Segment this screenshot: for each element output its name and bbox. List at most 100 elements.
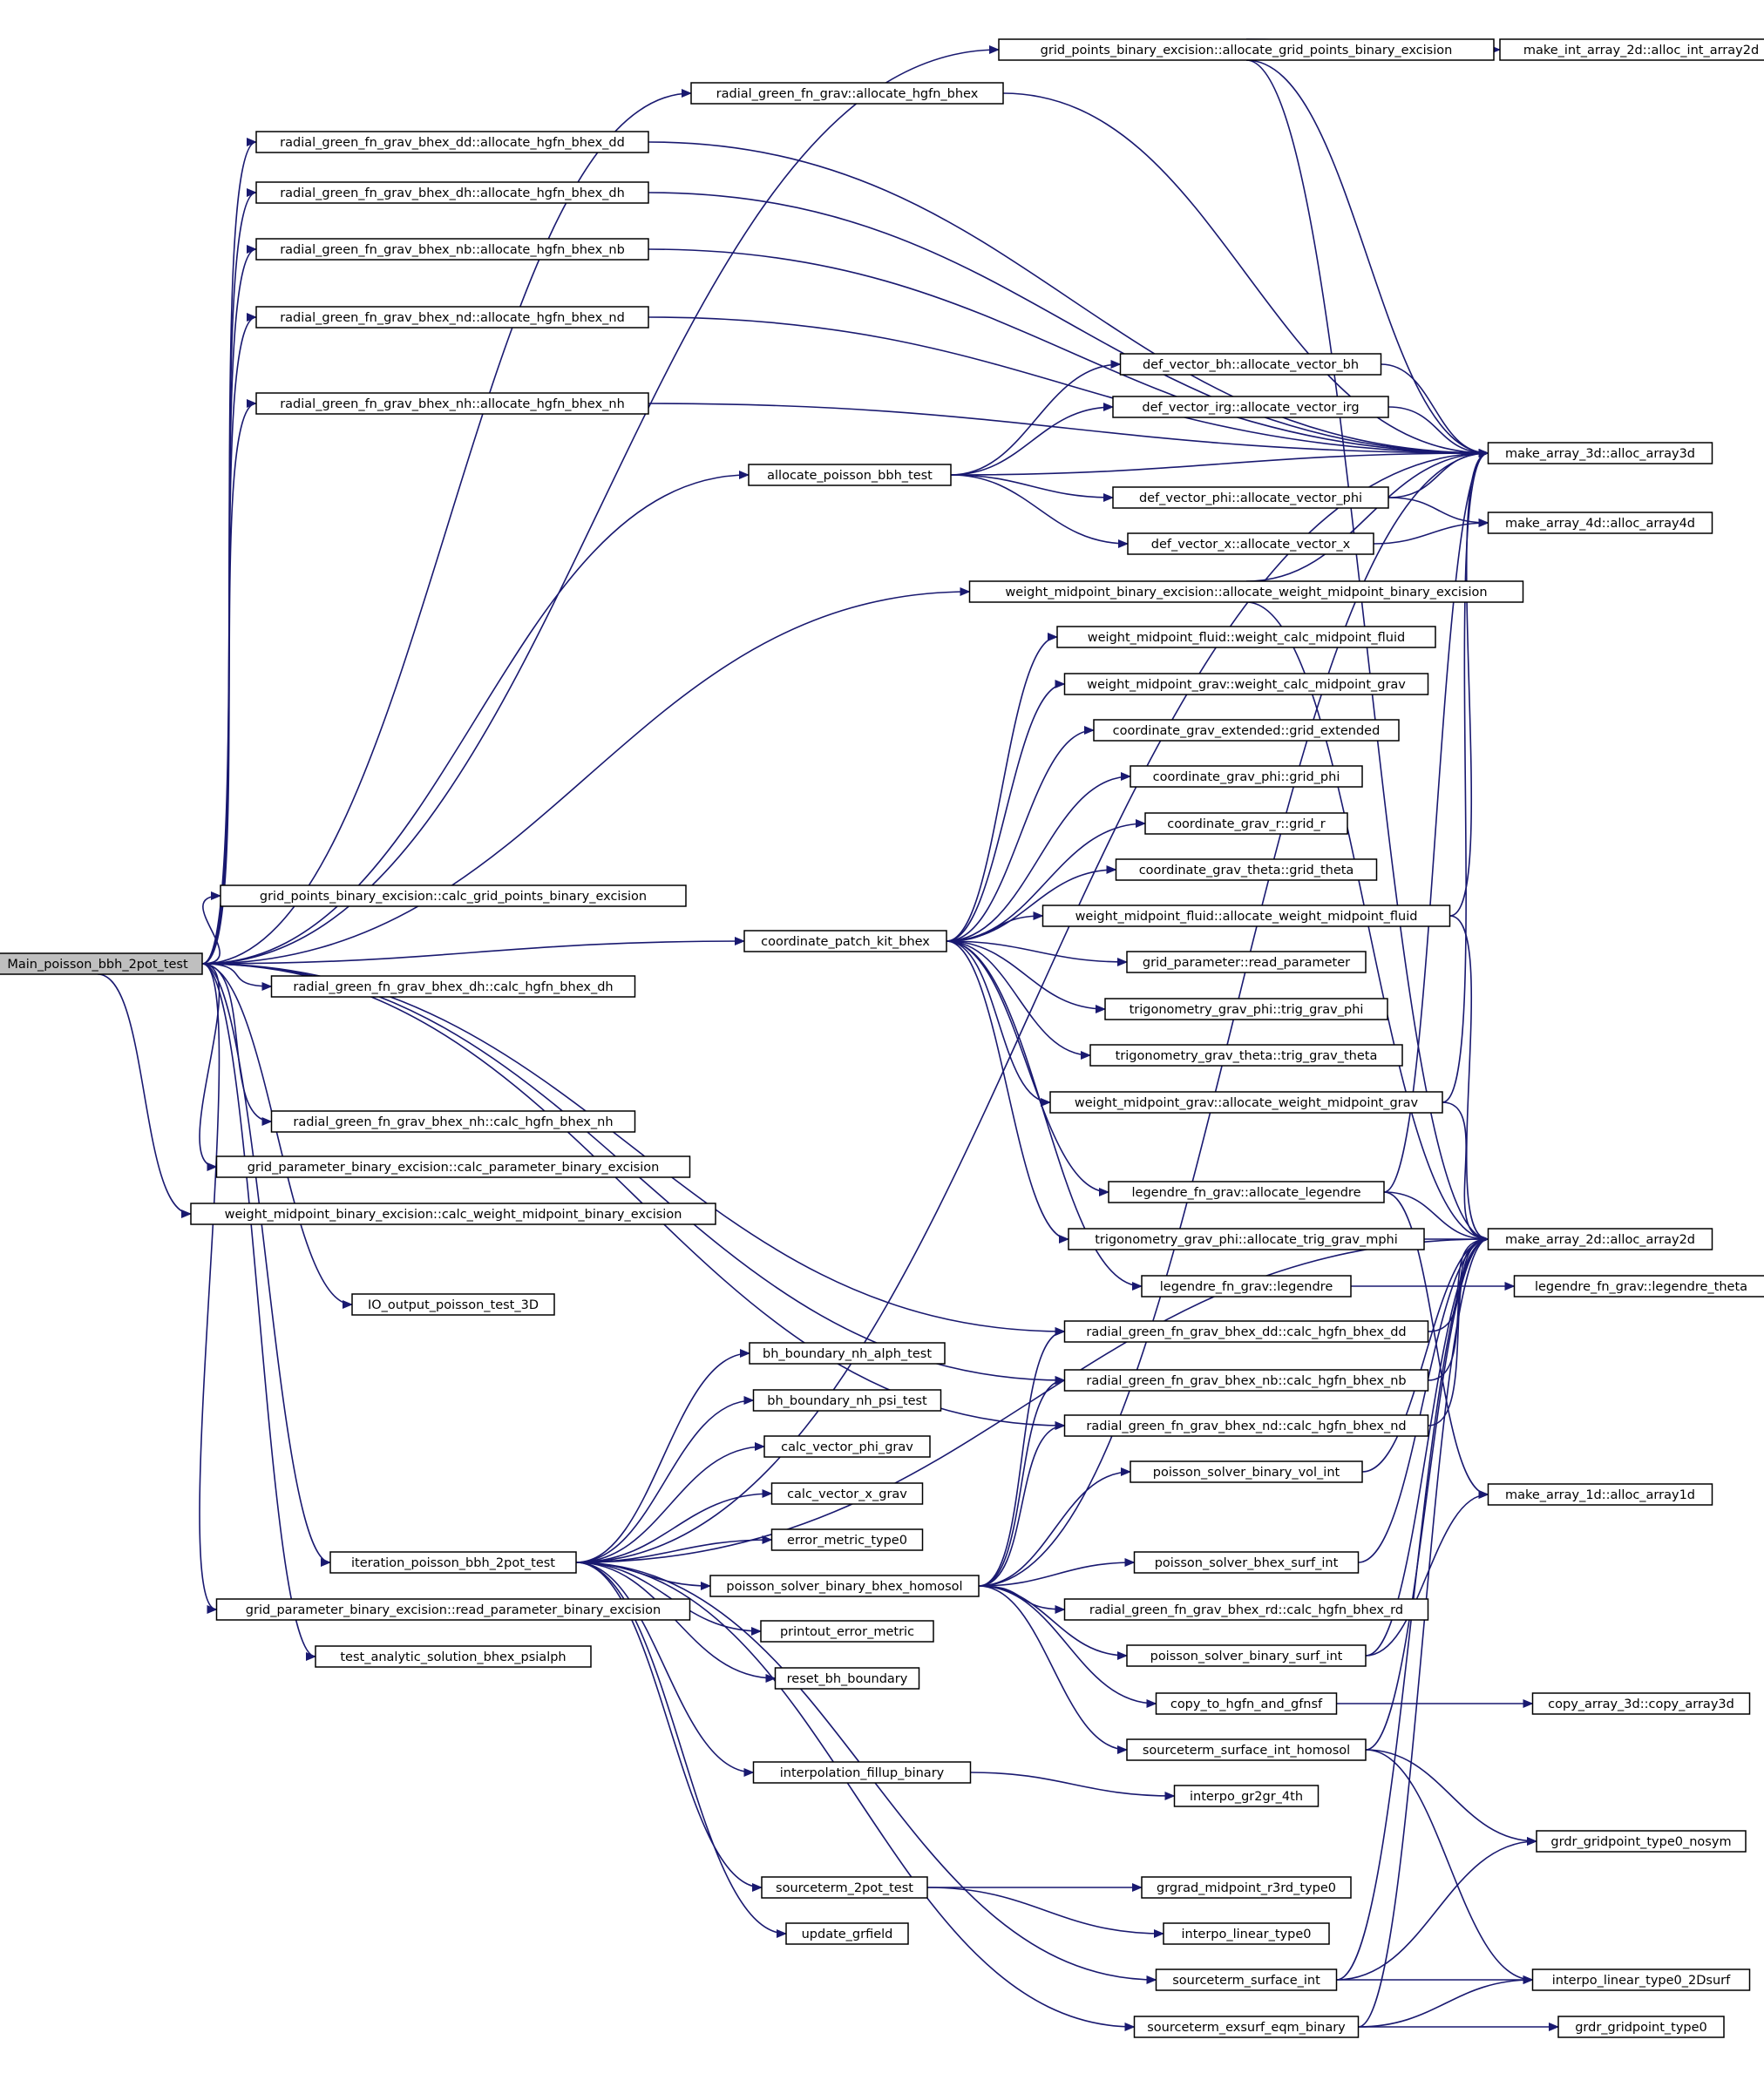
node-box	[255, 131, 649, 153]
node-gpbe_calc[interactable]: grid_parameter_binary_excision::calc_par…	[215, 1155, 691, 1178]
node-a1d[interactable]: make_array_1d::alloc_array1d	[1487, 1483, 1713, 1506]
node-alph[interactable]: bh_boundary_nh_alph_test	[749, 1342, 946, 1365]
node-psi[interactable]: bh_boundary_nh_psi_test	[752, 1389, 942, 1412]
node-gpr[interactable]: grid_parameter::read_parameter	[1126, 951, 1367, 973]
node-ilt2[interactable]: interpo_linear_type0_2Dsurf	[1531, 1968, 1751, 1991]
node-cge[interactable]: coordinate_grav_extended::grid_extended	[1093, 719, 1400, 742]
node-gp_alloc[interactable]: grid_points_binary_excision::allocate_gr…	[998, 38, 1495, 61]
node-cvx[interactable]: calc_vector_x_grav	[770, 1482, 924, 1505]
node-cvphi[interactable]: calc_vector_phi_grav	[763, 1435, 931, 1458]
node-dd_calc[interactable]: radial_green_fn_grav_bhex_dd::calc_hgfn_…	[1063, 1320, 1429, 1343]
node-psbvi[interactable]: poisson_solver_binary_vol_int	[1130, 1460, 1363, 1483]
node-box	[1063, 1320, 1429, 1343]
node-wmg_calc[interactable]: weight_midpoint_grav::weight_calc_midpoi…	[1063, 673, 1429, 695]
edge-vx-to-a4d	[1373, 518, 1489, 545]
node-ssih[interactable]: sourceterm_surface_int_homosol	[1126, 1738, 1367, 1761]
node-cgphi[interactable]: coordinate_grav_phi::grid_phi	[1130, 765, 1363, 788]
node-wmbe_calc[interactable]: weight_midpoint_binary_excision::calc_we…	[190, 1203, 716, 1225]
node-tas[interactable]: test_analytic_solution_bhex_psialph	[315, 1645, 592, 1668]
node-legth[interactable]: legendre_fn_grav::legendre_theta	[1513, 1275, 1764, 1298]
node-gt0[interactable]: grdr_gridpoint_type0	[1557, 2016, 1725, 2038]
node-ilt0[interactable]: interpo_linear_type0	[1163, 1922, 1330, 1945]
node-nh_alloc[interactable]: radial_green_fn_grav_bhex_nh::allocate_h…	[255, 392, 649, 415]
node-wmf_calc[interactable]: weight_midpoint_fluid::weight_calc_midpo…	[1056, 626, 1436, 648]
edge-apbt-to-vx	[950, 474, 1129, 548]
node-a3d[interactable]: make_array_3d::alloc_array3d	[1487, 442, 1713, 464]
node-ipbt[interactable]: iteration_poisson_bbh_2pot_test	[329, 1551, 577, 1574]
node-dd_alloc[interactable]: radial_green_fn_grav_bhex_dd::allocate_h…	[255, 131, 649, 153]
node-nb_alloc[interactable]: radial_green_fn_grav_bhex_nb::allocate_h…	[255, 238, 649, 261]
node-ig2g[interactable]: interpo_gr2gr_4th	[1173, 1785, 1320, 1807]
node-leg[interactable]: legendre_fn_grav::legendre	[1141, 1275, 1352, 1298]
node-io[interactable]: IO_output_poisson_test_3D	[351, 1293, 555, 1316]
node-box	[743, 930, 947, 952]
node-label: poisson_solver_binary_surf_int	[1150, 1650, 1343, 1664]
node-psbsurf[interactable]: poisson_solver_binary_surf_int	[1126, 1644, 1367, 1667]
node-nd_alloc[interactable]: radial_green_fn_grav_bhex_nd::allocate_h…	[255, 306, 649, 329]
node-lalloc[interactable]: legendre_fn_grav::allocate_legendre	[1108, 1181, 1385, 1203]
node-int2d[interactable]: make_int_array_2d::alloc_int_array2d	[1499, 38, 1764, 61]
node-gt0n[interactable]: grdr_gridpoint_type0_nosym	[1536, 1830, 1747, 1853]
node-dh_calc[interactable]: radial_green_fn_grav_bhex_dh::calc_hgfn_…	[270, 975, 636, 998]
edge-cpk-to-wmf_alloc	[946, 911, 1044, 942]
node-cpk[interactable]: coordinate_patch_kit_bhex	[743, 930, 947, 952]
edge-lalloc-to-a2d	[1383, 1191, 1489, 1243]
node-cth[interactable]: copy_to_hgfn_and_gfnsf	[1155, 1692, 1338, 1715]
node-nd_calc[interactable]: radial_green_fn_grav_bhex_nd::calc_hgfn_…	[1063, 1414, 1429, 1437]
node-ssi[interactable]: sourceterm_surface_int	[1155, 1968, 1338, 1991]
node-tth[interactable]: trigonometry_grav_theta::trig_grav_theta	[1089, 1044, 1403, 1067]
node-nh_calc[interactable]: radial_green_fn_grav_bhex_nh::calc_hgfn_…	[270, 1110, 636, 1133]
node-a4d[interactable]: make_array_4d::alloc_array4d	[1487, 512, 1713, 534]
node-nb_calc[interactable]: radial_green_fn_grav_bhex_nb::calc_hgfn_…	[1063, 1369, 1429, 1392]
node-label: grid_parameter_binary_excision::read_par…	[246, 1603, 661, 1617]
node-cgr[interactable]: coordinate_grav_r::grid_r	[1144, 812, 1348, 835]
node-ugr[interactable]: update_grfield	[785, 1922, 909, 1945]
edge-rg_alloc-to-a3d	[1002, 92, 1489, 457]
node-psbbh[interactable]: poisson_solver_binary_bhex_homosol	[709, 1575, 980, 1597]
node-label: grgrad_midpoint_r3rd_type0	[1157, 1881, 1336, 1895]
node-emt[interactable]: error_metric_type0	[770, 1528, 924, 1551]
node-tmphi[interactable]: trigonometry_grav_phi::allocate_trig_gra…	[1068, 1228, 1425, 1250]
node-tphi[interactable]: trigonometry_grav_phi::trig_grav_phi	[1104, 998, 1388, 1020]
node-ggm[interactable]: grgrad_midpoint_r3rd_type0	[1141, 1876, 1352, 1899]
node-gp_calc[interactable]: grid_points_binary_excision::calc_grid_p…	[220, 884, 687, 907]
node-box	[752, 1761, 972, 1784]
node-rd_calc[interactable]: radial_green_fn_grav_bhex_rd::calc_hgfn_…	[1063, 1598, 1429, 1621]
node-box	[690, 82, 1004, 105]
node-box	[1049, 1091, 1443, 1114]
node-c3d[interactable]: copy_array_3d::copy_array3d	[1531, 1692, 1751, 1715]
node-box	[1126, 951, 1367, 973]
node-wmf_alloc[interactable]: weight_midpoint_fluid::allocate_weight_m…	[1041, 905, 1451, 927]
node-box	[1063, 1598, 1429, 1621]
node-rbb[interactable]: reset_bh_boundary	[774, 1667, 920, 1690]
node-rg_alloc[interactable]: radial_green_fn_grav::allocate_hgfn_bhex	[690, 82, 1004, 105]
node-gpbe_read[interactable]: grid_parameter_binary_excision::read_par…	[215, 1598, 691, 1621]
node-virg[interactable]: def_vector_irg::allocate_vector_irg	[1112, 396, 1389, 418]
node-seb[interactable]: sourceterm_exsurf_eqm_binary	[1133, 2016, 1360, 2038]
node-label: radial_green_fn_grav_bhex_dh::calc_hgfn_…	[293, 980, 613, 994]
node-ifb[interactable]: interpolation_fillup_binary	[752, 1761, 972, 1784]
edge-nb_calc-to-a2d	[1428, 1235, 1489, 1381]
node-vbh[interactable]: def_vector_bh::allocate_vector_bh	[1119, 353, 1382, 376]
node-vx[interactable]: def_vector_x::allocate_vector_x	[1127, 532, 1374, 555]
node-wmg_alloc[interactable]: weight_midpoint_grav::allocate_weight_mi…	[1049, 1091, 1443, 1114]
node-box	[1557, 2016, 1725, 2038]
node-a2d[interactable]: make_array_2d::alloc_array2d	[1487, 1228, 1713, 1250]
node-vphi[interactable]: def_vector_phi::allocate_vector_phi	[1112, 486, 1389, 509]
node-box	[770, 1528, 924, 1551]
node-label: radial_green_fn_grav_bhex_nd::allocate_h…	[280, 311, 625, 325]
node-label: make_array_2d::alloc_array2d	[1505, 1233, 1695, 1247]
node-box	[255, 306, 649, 329]
edge-ipbt-to-alph	[575, 1349, 750, 1563]
node-dh_alloc[interactable]: radial_green_fn_grav_bhex_dh::allocate_h…	[255, 181, 649, 204]
node-apbt[interactable]: allocate_poisson_bbh_test	[748, 464, 952, 486]
node-psbsi[interactable]: poisson_solver_bhex_surf_int	[1133, 1551, 1360, 1574]
node-cgth[interactable]: coordinate_grav_theta::grid_theta	[1115, 858, 1378, 881]
node-wm_alloc[interactable]: weight_midpoint_binary_excision::allocat…	[968, 580, 1524, 603]
node-pem[interactable]: printout_error_metric	[760, 1620, 934, 1643]
node-label: coordinate_grav_phi::grid_phi	[1153, 770, 1340, 784]
node-label: grid_parameter::read_parameter	[1143, 956, 1350, 970]
node-main[interactable]: Main_poisson_bbh_2pot_test	[0, 952, 203, 975]
node-s2p[interactable]: sourceterm_2pot_test	[761, 1876, 928, 1899]
